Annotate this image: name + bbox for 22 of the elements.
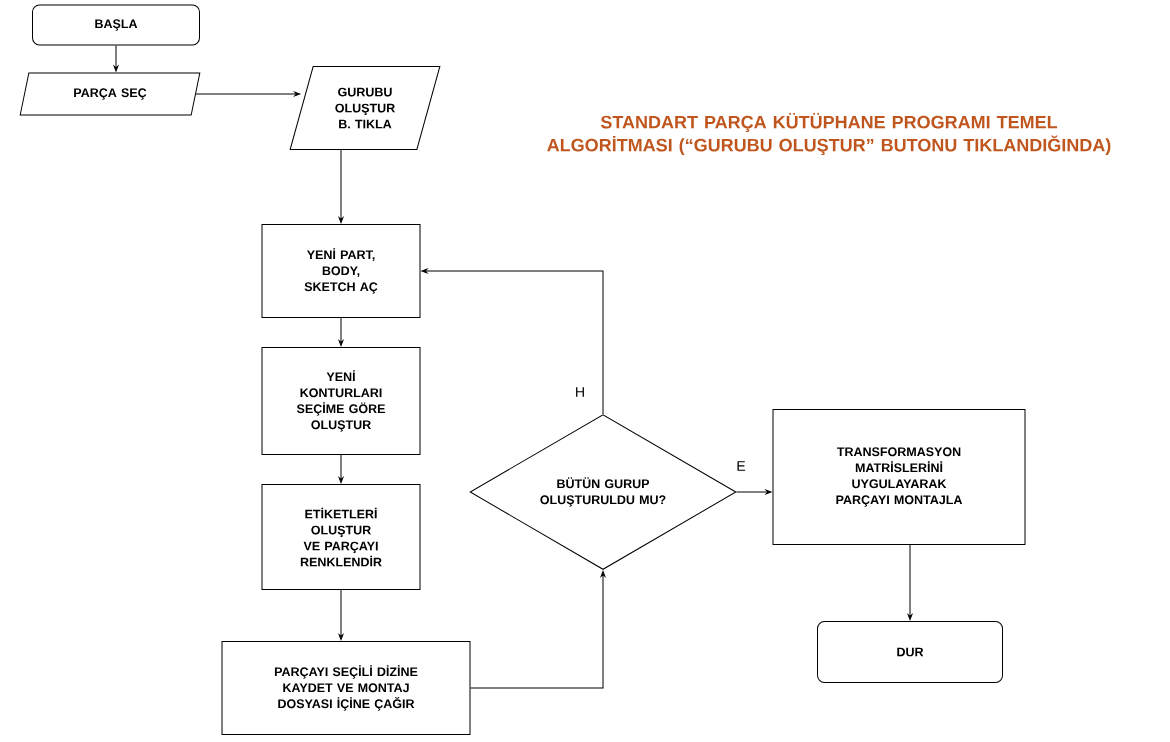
- edge-label: E: [737, 461, 746, 471]
- arrow: [113, 45, 119, 72]
- arrow: [338, 454, 344, 484]
- input-parallelogram: GURUBU OLUŞTUR B. TIKLA: [289, 66, 441, 150]
- title: STANDART PARÇA KÜTÜPHANE PROGRAMI TEMEL ALGORİTMASI (“GURUBU OLUŞTUR” BUTONU TIKLANDIĞINDA): [547, 112, 1111, 156]
- process-box: TRANSFORMASYON MATRİSLERİNİ UYGULAYARAK PARÇAYI MONTAJLA: [772, 409, 1026, 545]
- terminal-box: BAŞLA: [32, 4, 200, 46]
- terminal-box: DUR: [817, 621, 1003, 683]
- arrow: [338, 149, 344, 224]
- arrow: [907, 544, 913, 621]
- arrow: [195, 91, 301, 97]
- process-box: YENİ PART, BODY, SKETCH AÇ: [261, 224, 421, 318]
- edge-label: H: [576, 387, 584, 397]
- arrow: [736, 489, 772, 495]
- arrow: [338, 317, 344, 347]
- arrow: [470, 570, 606, 689]
- process-box: YENİ KONTURLARI SEÇİME GÖRE OLUŞTUR: [261, 347, 421, 455]
- process-box: PARÇAYI SEÇİLİ DİZİNE KAYDET VE MONTAJ DOSYASI İÇİNE ÇAĞIR: [221, 641, 471, 735]
- input-parallelogram: PARÇA SEÇ: [19, 72, 201, 116]
- arrow: [421, 268, 604, 415]
- process-box: ETİKETLERİ OLUŞTUR VE PARÇAYI RENKLENDİR: [261, 484, 421, 590]
- arrow: [338, 589, 344, 641]
